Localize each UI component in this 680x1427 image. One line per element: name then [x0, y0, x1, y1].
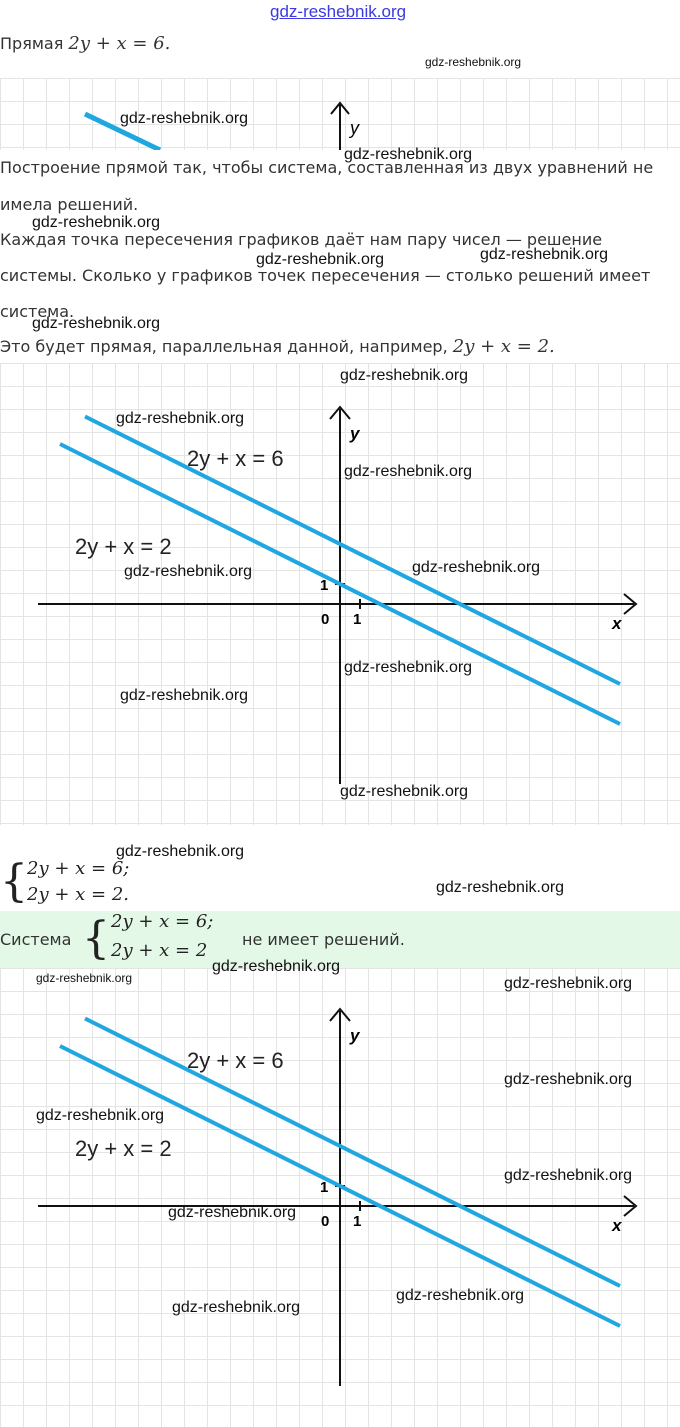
- y-axis-label: y: [348, 118, 360, 138]
- system-eq1: 2y + x = 6;: [27, 858, 130, 879]
- watermark: gdz-reshebnik.org: [32, 214, 161, 231]
- paragraph-3: Каждая точка пересечения графиков даёт н…: [0, 230, 603, 249]
- series-label-1: 2y + x = 2: [75, 534, 172, 559]
- conclusion-eq1: 2y + x = 6;: [111, 911, 214, 932]
- cropped-graph-svg: y: [83, 101, 360, 150]
- watermark: gdz-reshebnik.org: [425, 55, 522, 69]
- intro-label: Прямая: [0, 34, 64, 53]
- x-axis-label: x: [611, 614, 623, 633]
- watermark: gdz-reshebnik.org: [504, 1071, 633, 1088]
- watermark: gdz-reshebnik.org: [504, 975, 633, 992]
- watermark-link[interactable]: gdz-reshebnik.org: [270, 2, 407, 21]
- paragraph-5: система.: [0, 302, 75, 321]
- graph-2: x y 0 1 1 2y + x = 6 2y + x = 2: [0, 968, 680, 1427]
- parallel-line: Это будет прямая, параллельная данной, н…: [0, 336, 555, 357]
- line-2y-x-6: [83, 111, 162, 150]
- parallel-text: Это будет прямая, параллельная данной, н…: [0, 337, 448, 356]
- origin-label: 0: [321, 611, 329, 628]
- cropped-graph: y: [0, 78, 680, 150]
- watermark: gdz-reshebnik.org: [340, 367, 469, 384]
- conclusion-label: Система: [0, 930, 72, 949]
- watermark: gdz-reshebnik.org: [36, 971, 133, 985]
- watermark: gdz-reshebnik.org: [340, 783, 469, 800]
- watermark: gdz-reshebnik.org: [212, 958, 341, 975]
- watermark: gdz-reshebnik.org: [168, 1204, 297, 1221]
- y-axis-label: y: [349, 424, 361, 443]
- graph-1-svg: x y 0 1 1 2y + x = 6 2y + x = 2: [38, 405, 638, 784]
- x-axis-arrow-icon: [623, 593, 638, 615]
- watermark: gdz-reshebnik.org: [116, 843, 245, 860]
- series-label-0: 2y + x = 6: [187, 446, 284, 471]
- system-brace: {: [0, 856, 28, 907]
- y-tick-label: 1: [320, 577, 328, 594]
- paragraph-4: системы. Сколько у графиков точек пересе…: [0, 266, 651, 285]
- watermark: gdz-reshebnik.org: [172, 1299, 301, 1316]
- watermark: gdz-reshebnik.org: [124, 563, 253, 580]
- watermark: gdz-reshebnik.org: [480, 246, 609, 263]
- watermark: gdz-reshebnik.org: [396, 1287, 525, 1304]
- watermark: gdz-reshebnik.org: [116, 410, 245, 427]
- watermark: gdz-reshebnik.org: [344, 463, 473, 480]
- intro-line: Прямая 2y + x = 6.: [0, 33, 170, 54]
- watermark: gdz-reshebnik.org: [36, 1107, 165, 1124]
- paragraph-2: имела решений.: [0, 195, 139, 214]
- conclusion-eq2: 2y + x = 2: [111, 940, 208, 961]
- conclusion-box: [0, 911, 680, 968]
- conclusion-brace: {: [82, 913, 110, 964]
- watermark: gdz-reshebnik.org: [504, 1167, 633, 1184]
- watermark: gdz-reshebnik.org: [120, 110, 249, 127]
- paragraph-1: Построение прямой так, чтобы система, со…: [0, 158, 654, 177]
- x-tick-label: 1: [353, 1213, 361, 1230]
- y-axis-arrow-icon: [330, 101, 350, 115]
- watermark: gdz-reshebnik.org: [32, 315, 161, 332]
- series-label-1: 2y + x = 2: [75, 1136, 172, 1161]
- series-line-1: [59, 442, 621, 726]
- y-axis-arrow-icon: [329, 1007, 351, 1022]
- x-axis-label: x: [611, 1216, 623, 1235]
- x-tick-label: 1: [353, 611, 361, 628]
- series-line-1: [59, 1044, 621, 1328]
- y-axis-arrow-icon: [329, 405, 351, 420]
- parallel-equation: 2y + x = 2.: [452, 336, 555, 357]
- conclusion-result: не имеет решений.: [242, 930, 405, 949]
- x-axis-arrow-icon: [623, 1195, 638, 1217]
- watermark: gdz-reshebnik.org: [344, 659, 473, 676]
- series-line-0: [84, 1016, 621, 1288]
- watermark: gdz-reshebnik.org: [412, 559, 541, 576]
- series-line-0: [84, 414, 621, 686]
- watermark: gdz-reshebnik.org: [120, 687, 249, 704]
- graph-2-svg: x y 0 1 1 2y + x = 6 2y + x = 2: [38, 1007, 638, 1386]
- intro-equation: 2y + x = 6.: [68, 33, 171, 54]
- system-eq2: 2y + x = 2.: [27, 884, 129, 905]
- origin-label: 0: [321, 1213, 329, 1230]
- y-tick-label: 1: [320, 1179, 328, 1196]
- series-label-0: 2y + x = 6: [187, 1048, 284, 1073]
- graph-1: x y 0 1 1 2y + x = 6 2y + x = 2: [0, 363, 680, 825]
- watermark: gdz-reshebnik.org: [256, 251, 385, 268]
- watermark: gdz-reshebnik.org: [344, 146, 473, 163]
- watermark: gdz-reshebnik.org: [436, 879, 565, 896]
- y-axis-label: y: [349, 1026, 361, 1045]
